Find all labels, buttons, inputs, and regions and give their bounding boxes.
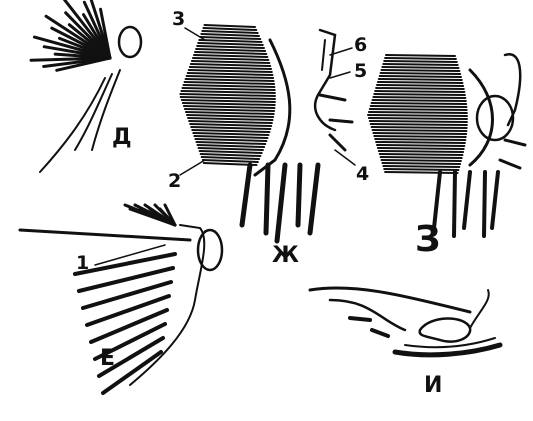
panel-z-drawing xyxy=(368,54,525,236)
panel-i-drawing xyxy=(310,288,500,355)
part-number-6: 6 xyxy=(354,36,367,55)
part-number-1: 1 xyxy=(76,254,89,273)
part-number-4: 4 xyxy=(356,165,369,184)
panel-label-z: З xyxy=(415,222,441,258)
panel-label-zh: Ж xyxy=(272,245,299,267)
panel-e-drawing xyxy=(20,205,222,393)
panel-label-e: Е xyxy=(100,348,115,370)
panel-label-i: И xyxy=(424,375,442,397)
part-number-3: 3 xyxy=(172,10,185,29)
panel-zh-drawing xyxy=(180,25,355,241)
panel-label-d: Д xyxy=(112,127,132,149)
part-number-5: 5 xyxy=(354,62,367,81)
part-number-2: 2 xyxy=(168,172,181,191)
